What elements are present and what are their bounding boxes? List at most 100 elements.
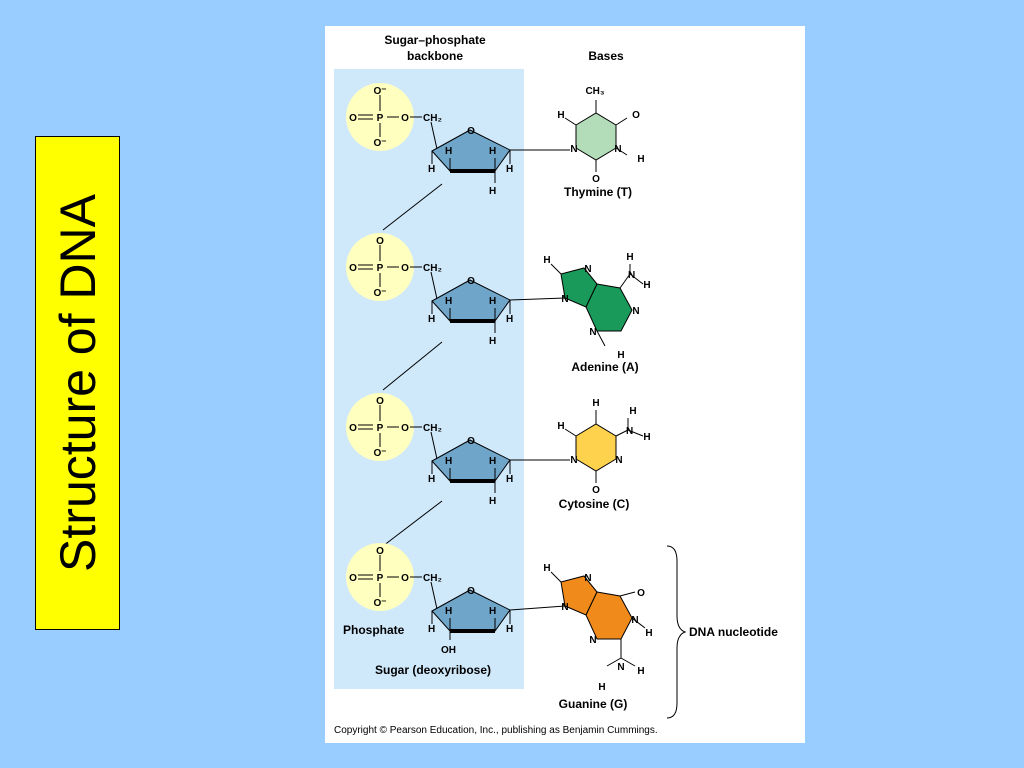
atom-n: N: [614, 144, 621, 155]
atom-n: N: [570, 455, 577, 466]
atom-n: N: [561, 294, 568, 305]
atom-h: H: [645, 628, 652, 639]
atom-h: H: [643, 280, 650, 291]
atom-o-minus: O⁻: [373, 86, 386, 97]
atom-n: N: [570, 144, 577, 155]
atom-h: H: [489, 496, 496, 507]
atom-h: H: [592, 398, 599, 409]
sugar-ring: [431, 439, 511, 482]
atom-o: O: [376, 396, 384, 407]
atom-h: H: [489, 186, 496, 197]
sugar-ring: [431, 589, 511, 632]
atom-o-minus: O⁻: [373, 448, 386, 459]
phosphate-circle: [346, 83, 414, 151]
atom-h: H: [543, 563, 550, 574]
atom-ch3: CH₃: [585, 86, 604, 97]
atom-h: H: [445, 606, 452, 617]
atom-h: H: [489, 336, 496, 347]
atom-n: N: [561, 602, 568, 613]
atom-o: O: [637, 588, 645, 599]
sugar-ring: [431, 279, 511, 322]
atom-o: O: [349, 113, 357, 124]
atom-h: H: [557, 110, 564, 121]
atom-o-minus: O⁻: [373, 138, 386, 149]
atom-h: H: [626, 252, 633, 263]
sugar-ring: [431, 129, 511, 172]
nucleotide-label: DNA nucleotide: [689, 625, 778, 639]
atom-o: O: [467, 436, 475, 447]
atom-ch2: CH₂: [423, 263, 442, 274]
slide-title: Structure of DNA: [49, 194, 106, 572]
atom-n: N: [584, 264, 591, 275]
backbone-link: [382, 500, 443, 547]
atom-h: H: [445, 296, 452, 307]
atom-n: N: [584, 573, 591, 584]
nucleotide-guanine: O P O O⁻ O CH₂ O H H H H OH Phosphate Su: [343, 543, 653, 711]
backbone-link: [382, 341, 443, 391]
atom-h: H: [445, 456, 452, 467]
atom-h: H: [506, 624, 513, 635]
atom-h: H: [489, 296, 496, 307]
thymine-ring: [575, 112, 617, 161]
base-name-guanine: Guanine (G): [559, 697, 628, 711]
atom-o: O: [467, 126, 475, 137]
atom-h: H: [643, 432, 650, 443]
atom-h: H: [506, 474, 513, 485]
atom-n: N: [589, 327, 596, 338]
backbone-links: [382, 183, 443, 547]
atom-p: P: [377, 263, 384, 274]
atom-h: H: [489, 456, 496, 467]
atom-h: H: [489, 606, 496, 617]
atom-p: P: [377, 423, 384, 434]
atom-n: N: [626, 426, 633, 437]
nucleotide-thymine: O⁻ P O O⁻ O CH₂ O H H H H H: [346, 83, 645, 199]
atom-o: O: [401, 573, 409, 584]
slide-title-box: Structure of DNA: [35, 136, 120, 630]
atom-n: N: [632, 306, 639, 317]
atom-o: O: [401, 113, 409, 124]
atom-h: H: [489, 146, 496, 157]
nucleotide-adenine: O P O O⁻ O CH₂ O H H H H H: [346, 233, 651, 374]
backbone-header-line2: backbone: [407, 49, 463, 63]
atom-ch2: CH₂: [423, 113, 442, 124]
atom-o: O: [467, 586, 475, 597]
atom-oh: OH: [441, 645, 456, 656]
atom-p: P: [377, 573, 384, 584]
nucleotide-brace: [666, 545, 687, 719]
atom-h: H: [617, 350, 624, 361]
atom-ch2: CH₂: [423, 423, 442, 434]
atom-o: O: [376, 546, 384, 557]
atom-h: H: [598, 682, 605, 693]
atom-h: H: [428, 624, 435, 635]
atom-o: O: [401, 263, 409, 274]
copyright-text: Copyright © Pearson Education, Inc., pub…: [334, 725, 658, 736]
atom-n: N: [589, 635, 596, 646]
atom-o: O: [349, 573, 357, 584]
sugar-label: Sugar (deoxyribose): [375, 663, 491, 677]
bases-header: Bases: [588, 49, 624, 63]
atom-o: O: [592, 174, 600, 185]
atom-o: O: [632, 110, 640, 121]
atom-n: N: [628, 270, 635, 281]
atom-h: H: [543, 255, 550, 266]
phosphate-circle: [346, 233, 414, 301]
phosphate-circle: [346, 543, 414, 611]
atom-h: H: [506, 314, 513, 325]
base-name-adenine: Adenine (A): [571, 360, 638, 374]
atom-n: N: [631, 615, 638, 626]
atom-h: H: [637, 666, 644, 677]
atom-o: O: [349, 263, 357, 274]
atom-o: O: [592, 485, 600, 496]
atom-o: O: [401, 423, 409, 434]
atom-ch2: CH₂: [423, 573, 442, 584]
atom-o: O: [467, 276, 475, 287]
nucleotide-cytosine: O P O O⁻ O CH₂ O H H H H H: [346, 393, 651, 511]
atom-n: N: [617, 662, 624, 673]
atom-h: H: [557, 421, 564, 432]
atom-h: H: [637, 154, 644, 165]
dna-diagram: Sugar–phosphate backbone Bases O⁻ P: [325, 26, 805, 743]
dna-diagram-svg: Sugar–phosphate backbone Bases O⁻ P: [334, 33, 778, 736]
atom-n: N: [615, 455, 622, 466]
backbone-header-line1: Sugar–phosphate: [384, 33, 486, 47]
atom-p: P: [377, 113, 384, 124]
